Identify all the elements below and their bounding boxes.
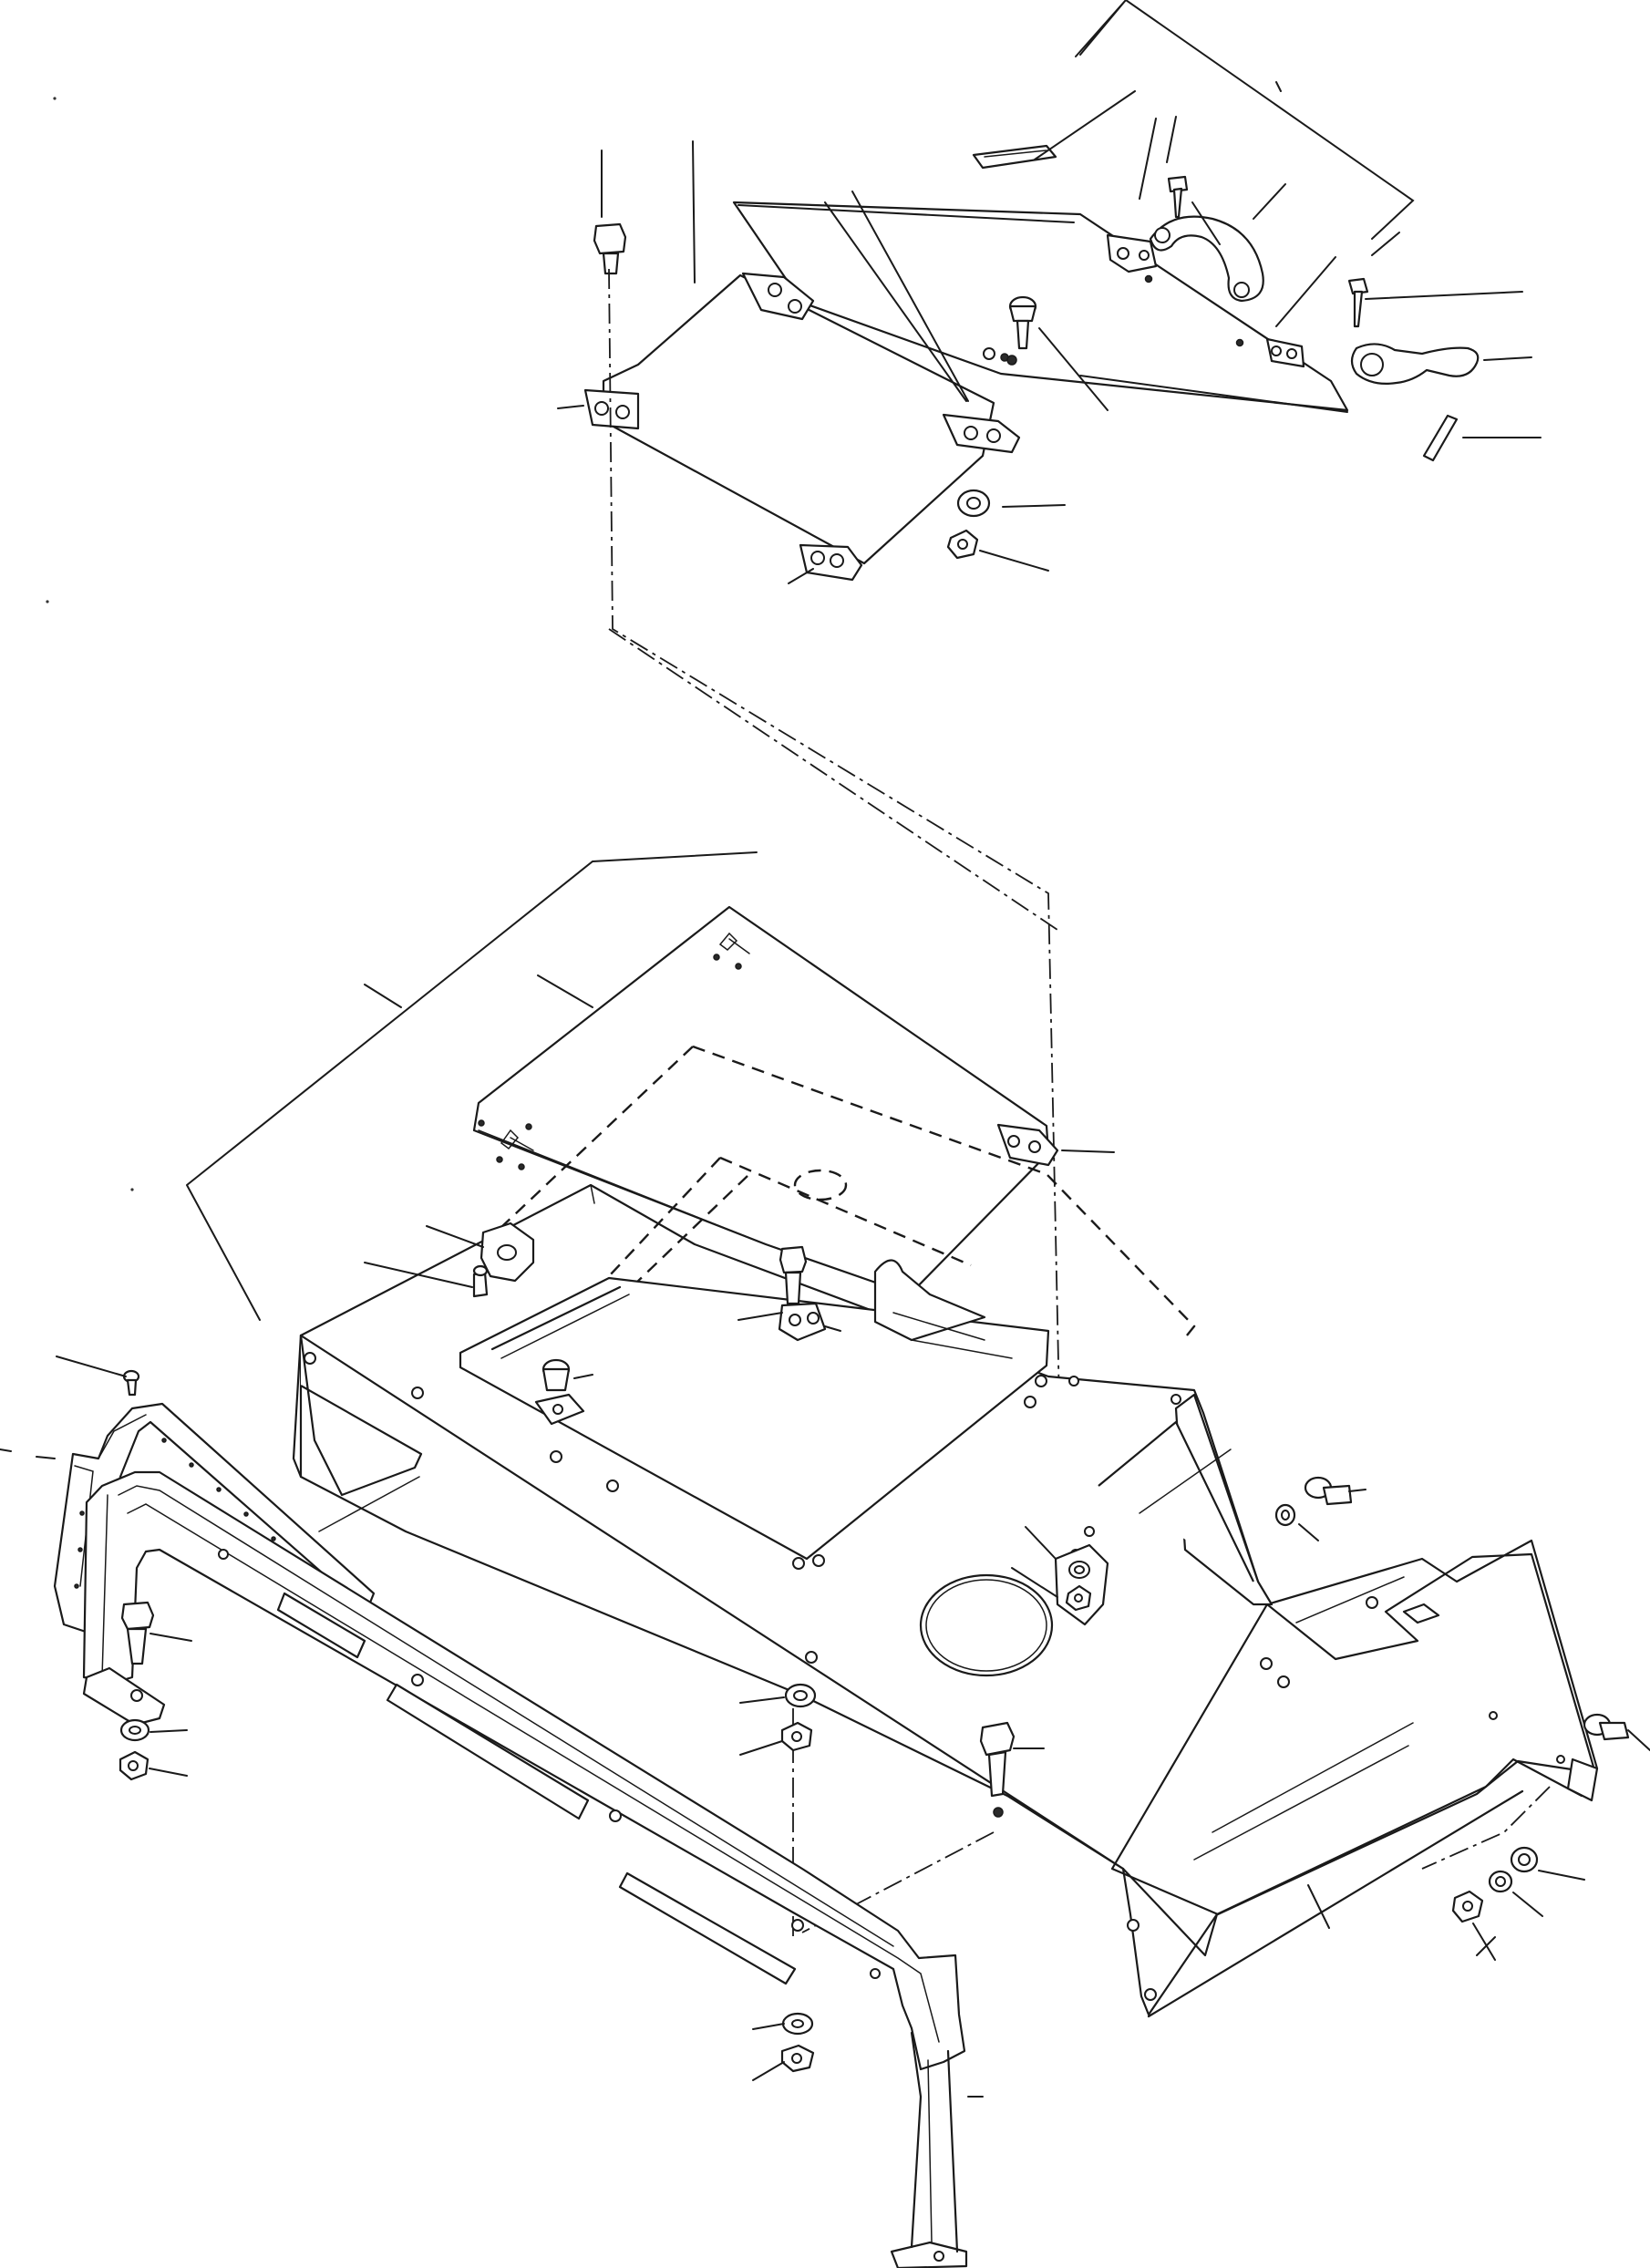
latch	[1350, 343, 1480, 385]
hatch-slot-top	[713, 932, 750, 970]
cover-hinge-right	[942, 413, 1021, 454]
access-cover-assembly	[557, 0, 1542, 584]
hardware-lower-right	[1451, 1846, 1585, 1961]
hood-left-flange	[299, 1335, 423, 1497]
rail-foot-right	[890, 2241, 968, 2268]
cover-hinge-left	[583, 388, 640, 430]
rail-plate-1	[276, 1592, 366, 1659]
hood-opening-hidden	[692, 1045, 1196, 1341]
rail-bolt	[120, 1601, 192, 1665]
group-leader-top	[1075, 0, 1415, 240]
hatch-hinge	[996, 1123, 1059, 1167]
hatch-slot-left	[478, 1119, 534, 1170]
hardware-centre	[739, 1683, 817, 1756]
opening-hinge	[737, 1245, 841, 1342]
hood-opening	[459, 1276, 1050, 1561]
grab-handle	[1149, 215, 1264, 303]
knob-bolt	[1006, 295, 1037, 366]
speckles	[46, 97, 134, 1191]
rail-foot-left	[82, 1666, 166, 1727]
hood-assembly	[186, 851, 1650, 2018]
knob-bolt-right	[1274, 1476, 1366, 1541]
group-leader-hood	[186, 851, 758, 1321]
handle-screw	[1167, 175, 1189, 219]
rail-rivet	[56, 1356, 140, 1397]
latch-pin	[1422, 414, 1459, 462]
hex-bolt-lower	[979, 1721, 1045, 1818]
hood-knob	[534, 1358, 593, 1426]
hood-side-flange	[1174, 1393, 1274, 1606]
rear-panel	[1110, 1552, 1597, 1916]
latch-screw	[1347, 277, 1369, 328]
knob-bolt-far-right	[1583, 1713, 1650, 1751]
rail-plate-3	[618, 1871, 797, 1985]
rail-washer-nut-lower	[752, 2012, 815, 2081]
rail-washer-nut	[119, 1718, 188, 1781]
hood-round-opening	[919, 1573, 1054, 1677]
side-rails	[0, 1356, 984, 2268]
rail-plate-2	[386, 1683, 590, 1820]
hex-bolt-top	[593, 222, 627, 275]
cover-latch-bracket	[1106, 233, 1158, 273]
leaders-upper	[557, 90, 1542, 584]
